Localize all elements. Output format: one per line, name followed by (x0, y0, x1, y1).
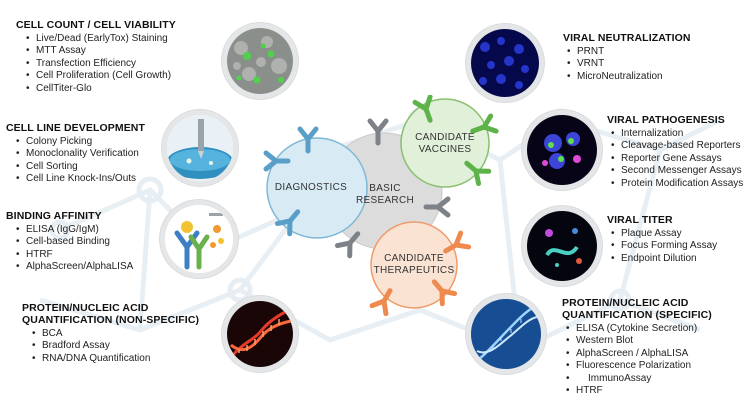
item-list: Live/Dead (EarlyTox) Staining MTT Assay … (16, 33, 176, 95)
item-list: PRNT VRNT MicroNeutralization (563, 46, 691, 84)
list-item: Monoclonality Verification (16, 148, 145, 161)
antibody-icon (470, 113, 499, 134)
list-item: Cell Proliferation (Cell Growth) (26, 70, 176, 83)
list-item: CellTiter-Glo (26, 83, 176, 96)
diagnostics-circle (266, 137, 368, 239)
fluorescent-cells-icon (522, 110, 602, 190)
list-item: PRNT (567, 46, 691, 59)
antibody-icon (367, 118, 389, 146)
antibody-icon (263, 150, 291, 172)
pipette-colony-icon (162, 110, 238, 186)
label-line: DIAGNOSTICS (274, 182, 348, 193)
panel-title-line-2: QUANTIFICATION (NON-SPECIFIC) (22, 314, 200, 326)
antibody-icon (297, 126, 319, 154)
center-diagram (263, 95, 499, 317)
list-item: MTT Assay (26, 45, 176, 58)
list-item: BCA (32, 328, 199, 341)
antibody-icon (464, 160, 492, 187)
list-item: Endpoint Dilution (611, 253, 717, 266)
panel-quantification-specific: PROTEIN/NUCLEIC ACID QUANTIFICATION (SPE… (562, 297, 712, 398)
list-item: Live/Dead (EarlyTox) Staining (26, 33, 176, 46)
list-item: AlphaScreen / AlphaLISA (566, 348, 712, 361)
panel-quantification-non-specific: PROTEIN/NUCLEIC ACID QUANTIFICATION (NON… (22, 302, 200, 366)
item-list: Plaque Assay Focus Forming Assay Endpoin… (607, 228, 717, 266)
diagnostics-label: DIAGNOSTICS (266, 182, 356, 194)
panel-cell-line-development: CELL LINE DEVELOPMENT Colony Picking Mon… (6, 122, 145, 186)
antibody-icon (369, 288, 393, 317)
list-item: AlphaScreen/AlphaLISA (16, 261, 133, 274)
item-list: ELISA (Cytokine Secretion) Western Blot … (562, 323, 712, 398)
panel-title: CELL LINE DEVELOPMENT (6, 122, 145, 134)
list-item: Focus Forming Assay (611, 240, 717, 253)
antibody-icon (412, 95, 433, 123)
list-item: MicroNeutralization (567, 71, 691, 84)
list-item: Fluorescence Polarization (566, 360, 712, 373)
list-item: Transfection Efficiency (26, 58, 176, 71)
list-item: RNA/DNA Quantification (32, 353, 199, 366)
list-item: Cleavage-based Reporters (611, 140, 743, 153)
label-line: CANDIDATE (415, 132, 475, 143)
panel-binding-affinity: BINDING AFFINITY ELISA (IgG/IgM) Cell-ba… (6, 210, 133, 274)
list-item: Protein Modification Assays (611, 178, 743, 191)
panel-title: BINDING AFFINITY (6, 210, 102, 222)
panel-title: CELL COUNT / CELL VIABILITY (16, 19, 176, 31)
panel-viral-pathogenesis: VIRAL PATHOGENESIS Internalization Cleav… (607, 114, 743, 190)
list-item: Internalization (611, 128, 743, 141)
label-line: CANDIDATE (384, 253, 444, 264)
item-list: ELISA (IgG/IgM) Cell-based Binding HTRF … (6, 224, 133, 274)
list-item: Plaque Assay (611, 228, 717, 241)
list-item: Cell-based Binding (16, 236, 133, 249)
panel-title: VIRAL PATHOGENESIS (607, 114, 725, 126)
label-line: RESEARCH (356, 195, 414, 206)
list-item: Second Messenger Assays (611, 165, 743, 178)
list-item: HTRF (16, 249, 133, 262)
list-item: HTRF (566, 385, 712, 398)
panel-title: VIRAL TITER (607, 214, 673, 226)
viral-titer-icon (522, 206, 602, 286)
list-item: ELISA (Cytokine Secretion) (566, 323, 712, 336)
antibody-icon (274, 209, 301, 237)
panel-title-line-2: QUANTIFICATION (SPECIFIC) (562, 309, 712, 321)
list-item: VRNT (567, 58, 691, 71)
panel-title: PROTEIN/NUCLEIC ACID (22, 302, 149, 314)
basic-research-label: BASIC RESEARCH (350, 183, 420, 207)
list-item: ELISA (IgG/IgM) (16, 224, 133, 237)
dna-strand-icon (466, 294, 546, 374)
list-item: Colony Picking (16, 136, 145, 149)
dna-helix-icon (222, 296, 298, 372)
item-list: Colony Picking Monoclonality Verificatio… (6, 136, 145, 186)
panel-cell-count: CELL COUNT / CELL VIABILITY Live/Dead (E… (16, 19, 176, 95)
binding-assay-icon (160, 200, 238, 278)
antibody-icon (431, 279, 458, 307)
list-item: Reporter Gene Assays (611, 153, 743, 166)
cell-microscopy-icon (222, 23, 298, 99)
list-item: Cell Sorting (16, 161, 145, 174)
list-item: Cell Line Knock-Ins/Outs (16, 173, 145, 186)
panel-viral-neutralization: VIRAL NEUTRALIZATION PRNT VRNT MicroNeut… (563, 32, 691, 84)
list-item: ImmunoAssay (566, 373, 712, 386)
label-line: VACCINES (418, 144, 472, 155)
antibody-icon (443, 230, 472, 254)
panel-viral-titer: VIRAL TITER Plaque Assay Focus Forming A… (607, 214, 717, 266)
candidate-vaccines-label: CANDIDATE VACCINES (405, 132, 485, 156)
antibody-icon (423, 196, 451, 218)
item-list: BCA Bradford Assay RNA/DNA Quantificatio… (22, 328, 199, 366)
item-list: Internalization Cleavage-based Reporters… (607, 128, 743, 190)
panel-title: VIRAL NEUTRALIZATION (563, 32, 691, 44)
panel-title: PROTEIN/NUCLEIC ACID (562, 297, 689, 309)
candidate-therapeutics-label: CANDIDATE THERAPEUTICS (368, 253, 460, 277)
label-line: BASIC (369, 183, 401, 194)
antibody-icon (334, 231, 361, 259)
label-line: THERAPEUTICS (373, 265, 455, 276)
fluorescent-cells-icon (466, 24, 544, 102)
list-item: Western Blot (566, 335, 712, 348)
list-item: Bradford Assay (32, 340, 199, 353)
